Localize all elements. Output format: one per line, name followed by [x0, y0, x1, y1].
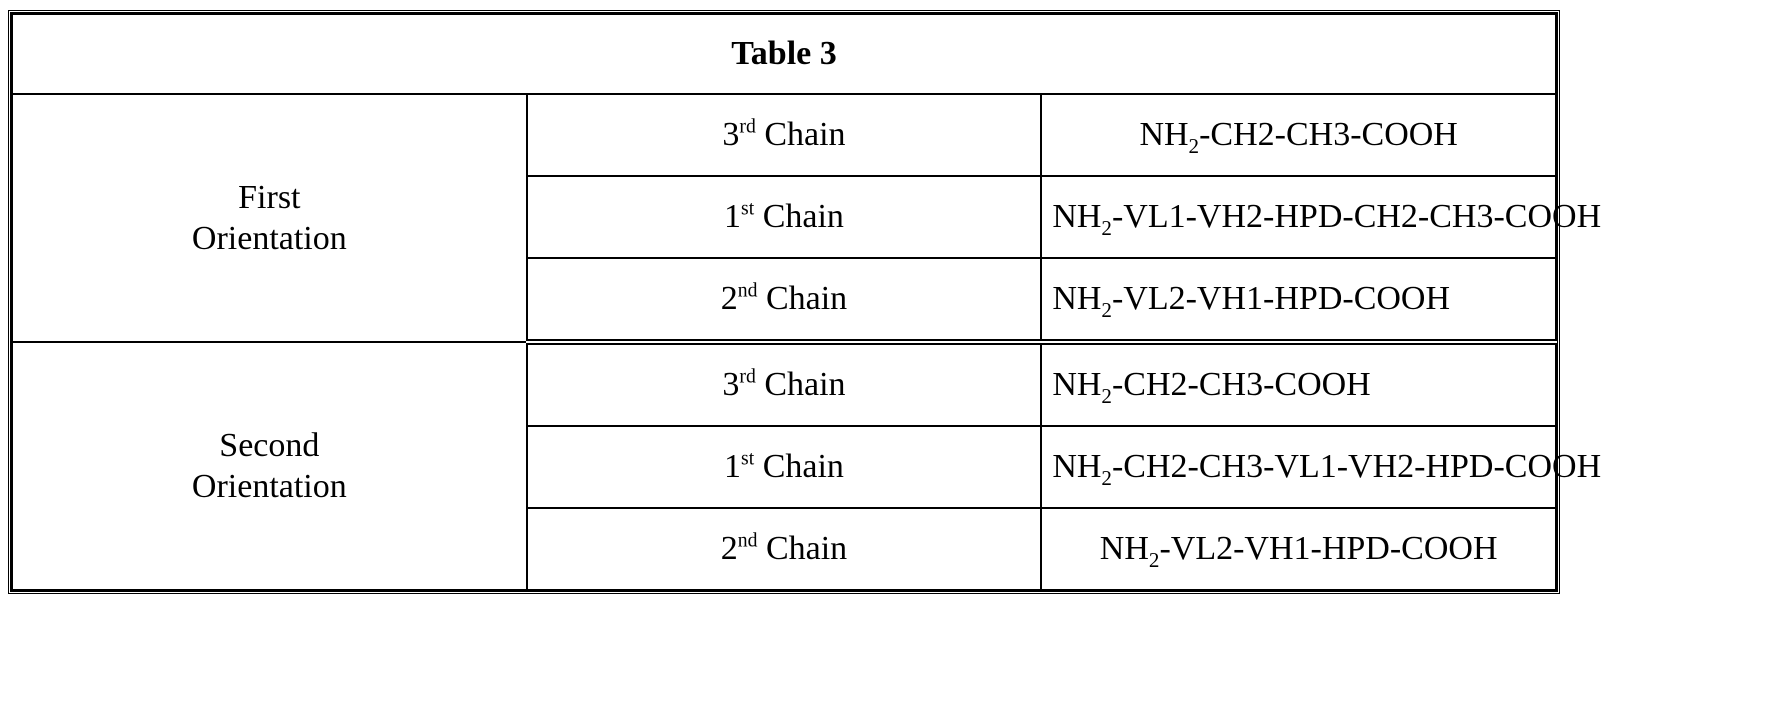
chain-ordinal-suffix: nd: [737, 529, 758, 552]
sequence-subscript: 2: [1101, 298, 1112, 323]
sequence-value: NH2-CH2-CH3-COOH: [1040, 93, 1557, 177]
sequence-prefix: NH: [1099, 530, 1149, 568]
sequence-prefix: NH: [1139, 116, 1189, 154]
sequence-rest: -CH2-CH3-COOH: [1111, 366, 1371, 404]
table-title: Table 3: [11, 13, 1557, 95]
chain-label: 2nd Chain: [525, 507, 1043, 591]
sequence-value: NH2-VL2-VH1-HPD-COOH: [1040, 507, 1557, 591]
chain-word: Chain: [765, 280, 848, 318]
chain-label: 2nd Chain: [525, 257, 1043, 345]
chain-ordinal: 3: [722, 366, 740, 404]
chain-word: Chain: [762, 198, 844, 236]
table-row: First Orientation 3rd Chain NH2-CH2-CH3-…: [11, 93, 1557, 343]
sequence-value: NH2-VL1-VH2-HPD-CH2-CH3-COOH: [1040, 175, 1601, 259]
table-body: Table 3 First Orientation 3rd Chain NH2-…: [11, 13, 1601, 591]
chain-ordinal-suffix: st: [741, 197, 755, 220]
table-row: 1st Chain NH2-CH2-CH3-VL1-VH2-HPD-COOH: [12, 425, 1601, 509]
sequence-subscript: 2: [1101, 466, 1112, 491]
table-row: 1st Chain NH2-VL1-VH2-HPD-CH2-CH3-COOH: [12, 175, 1601, 259]
chain-word: Chain: [764, 366, 846, 404]
chain-ordinal: 1: [724, 198, 742, 236]
orientation-label-line-2: Orientation: [191, 468, 347, 505]
orientation-label-second: Second Orientation: [11, 341, 528, 591]
sequence-prefix: NH: [1052, 198, 1102, 236]
chain-label: 1st Chain: [525, 175, 1043, 259]
orientation-label-line-1: Second: [219, 426, 320, 464]
chain-ordinal: 2: [720, 280, 738, 318]
orientation-label-first: First Orientation: [11, 93, 528, 343]
chain-ordinal-suffix: st: [741, 447, 755, 470]
table-row: 2nd Chain NH2-VL2-VH1-HPD-COOH: [12, 507, 1557, 591]
sequence-value: NH2-VL2-VH1-HPD-COOH: [1040, 257, 1557, 345]
chain-ordinal-suffix: nd: [737, 279, 758, 302]
sequence-rest: -VL1-VH2-HPD-CH2-CH3-COOH: [1111, 198, 1602, 236]
chain-word: Chain: [762, 448, 844, 486]
chain-word: Chain: [764, 116, 846, 154]
table-3: Table 3 First Orientation 3rd Chain NH2-…: [11, 13, 1601, 591]
sequence-value: NH2-CH2-CH3-COOH: [1040, 341, 1557, 427]
chain-ordinal: 1: [724, 448, 742, 486]
table-row: 2nd Chain NH2-VL2-VH1-HPD-COOH: [12, 257, 1557, 345]
sequence-prefix: NH: [1052, 366, 1102, 404]
sequence-subscript: 2: [1188, 134, 1200, 159]
table-title-row: Table 3: [11, 13, 1557, 95]
chain-ordinal: 3: [722, 116, 740, 154]
sequence-rest: -CH2-CH3-COOH: [1199, 116, 1458, 154]
sequence-subscript: 2: [1101, 384, 1112, 409]
chain-ordinal-suffix: rd: [739, 115, 756, 138]
sequence-prefix: NH: [1052, 448, 1102, 486]
sequence-rest: -VL2-VH1-HPD-COOH: [1159, 530, 1498, 568]
chain-word: Chain: [765, 530, 848, 568]
sequence-prefix: NH: [1052, 280, 1102, 318]
sequence-rest: -VL2-VH1-HPD-COOH: [1111, 280, 1451, 318]
chain-label: 3rd Chain: [525, 93, 1043, 177]
chain-ordinal: 2: [720, 530, 738, 568]
sequence-subscript: 2: [1101, 216, 1112, 241]
sequence-rest: -CH2-CH3-VL1-VH2-HPD-COOH: [1111, 448, 1602, 486]
sequence-value: NH2-CH2-CH3-VL1-VH2-HPD-COOH: [1040, 425, 1601, 509]
chain-ordinal-suffix: rd: [739, 365, 756, 388]
orientation-label-line-2: Orientation: [191, 220, 347, 257]
sequence-subscript: 2: [1148, 548, 1160, 573]
table-row: Second Orientation 3rd Chain NH2-CH2-CH3…: [11, 341, 1557, 591]
table-3-container: Table 3 First Orientation 3rd Chain NH2-…: [8, 10, 1601, 594]
chain-label: 3rd Chain: [525, 341, 1043, 427]
orientation-label-line-1: First: [238, 178, 301, 216]
chain-label: 1st Chain: [525, 425, 1043, 509]
